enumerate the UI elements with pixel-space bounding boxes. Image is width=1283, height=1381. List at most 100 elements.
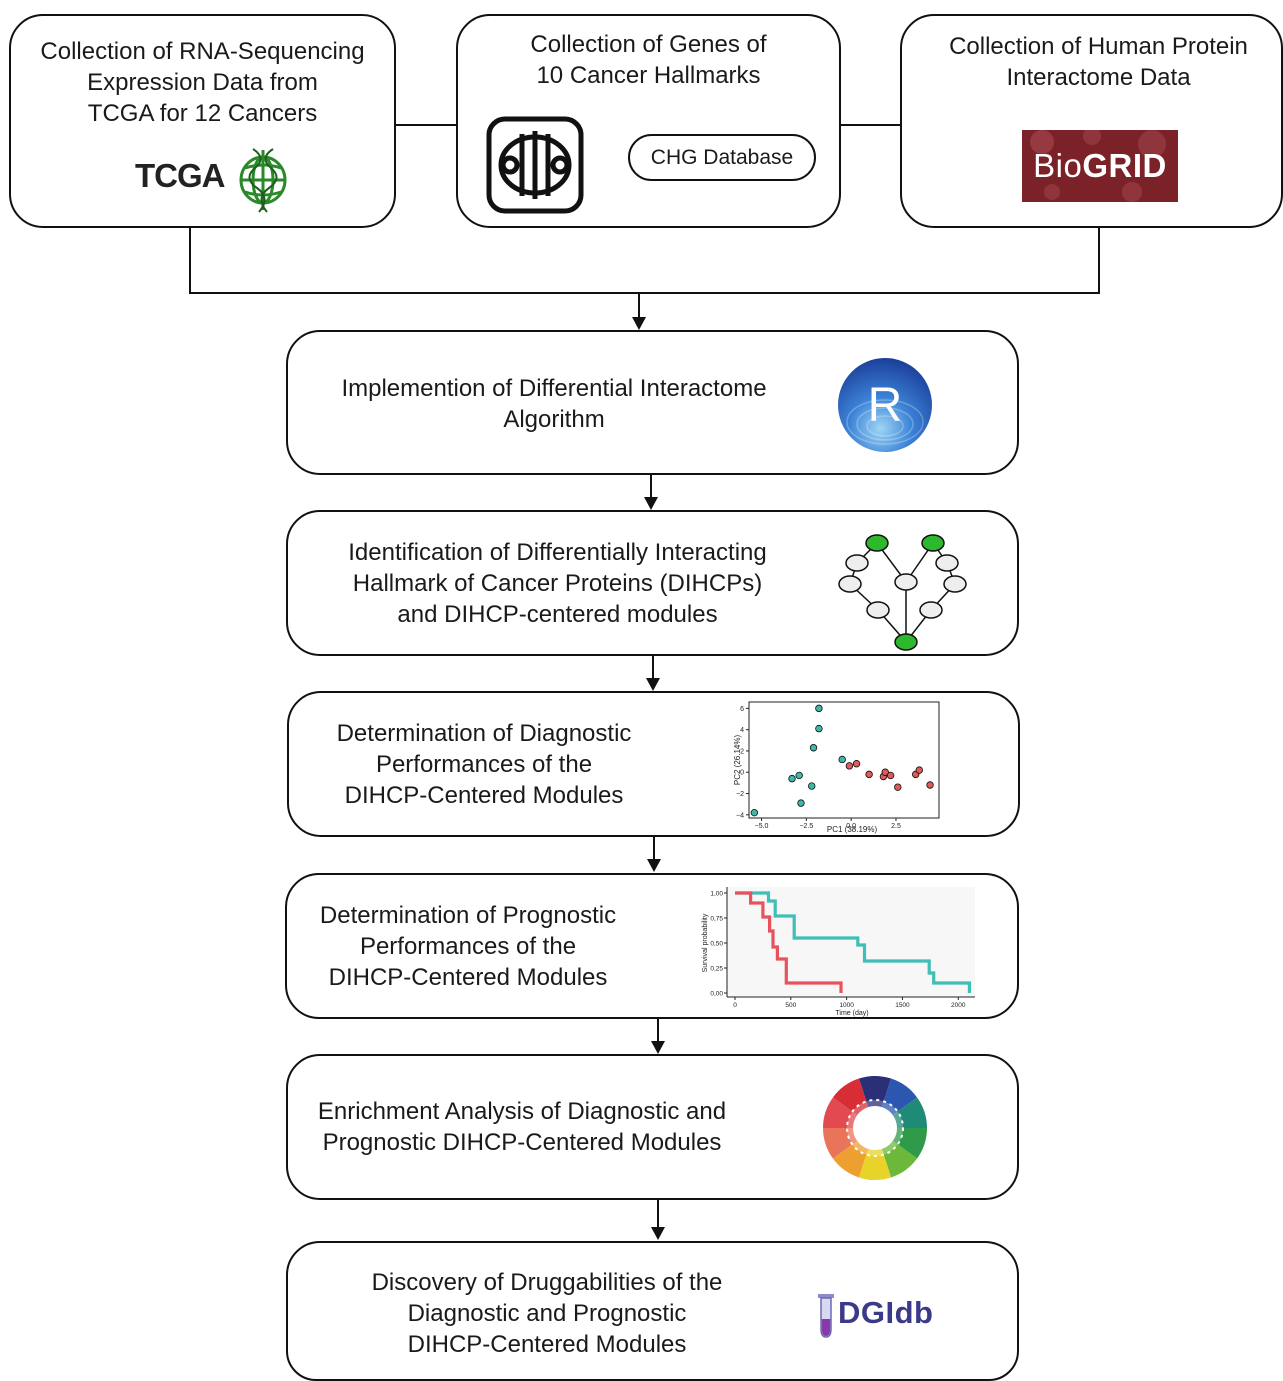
connector-step4-step5: [657, 1019, 659, 1041]
step3-line-2: Performances of the: [375, 751, 593, 778]
arrow-to-step5: [651, 1041, 665, 1054]
rna-seq-collection-box: Collection of RNA-Sequencing Expression …: [9, 14, 396, 228]
rna-seq-line-3: TCGA for 12 Cancers: [87, 100, 318, 127]
biogrid-bio-text: Bio: [1033, 147, 1083, 184]
connector-step5-step6: [657, 1200, 659, 1227]
pca-point-teal: [808, 782, 816, 790]
pca-ytick-label: 4: [740, 727, 744, 734]
connector-step1-step2: [650, 475, 652, 497]
step2-line-3: and DIHCP-centered modules: [397, 601, 718, 628]
km-ytick-label: 0,75: [710, 916, 723, 923]
pca-point-red: [845, 762, 854, 770]
pca-point-red: [881, 768, 889, 776]
pca-ytick-label: 2: [740, 748, 744, 755]
km-xtick-label: 1000: [839, 1002, 854, 1009]
connector-merge-down: [638, 292, 640, 317]
step4-line-2: Performances of the: [359, 933, 577, 960]
arrow-to-step1: [632, 317, 646, 330]
pca-point-red: [865, 770, 873, 779]
pca-point-teal: [797, 799, 805, 807]
pca-xtick-label: −2.5: [799, 823, 813, 830]
connector-merge-horizontal: [189, 292, 1100, 294]
step5-enrichment-analysis-box: Enrichment Analysis of Diagnostic and Pr…: [286, 1054, 1019, 1200]
pca-point-teal: [788, 774, 796, 783]
step4-line-1: Determination of Prognostic: [319, 902, 617, 929]
km-ytick-label: 0,25: [710, 966, 723, 973]
rna-seq-line-1: Collection of RNA-Sequencing: [40, 38, 365, 65]
interactome-line-2: Interactome Data: [1006, 64, 1191, 91]
tcga-globe-icon: [239, 148, 287, 213]
test-tube-icon: [818, 1294, 834, 1338]
step3-line-1: Determination of Diagnostic: [336, 720, 632, 747]
pca-point-red: [926, 781, 934, 789]
connector-right-down: [1098, 228, 1100, 294]
pca-xtick-label: −5.0: [755, 823, 769, 830]
enrichment-segment: [892, 1097, 927, 1128]
biogrid-grid-text: GRID: [1082, 147, 1167, 184]
step5-line-2: Prognostic DIHCP-Centered Modules: [322, 1129, 722, 1156]
km-ytick-label: 0,50: [710, 941, 723, 948]
pca-point-red: [915, 766, 923, 774]
pca-point-teal: [750, 808, 759, 817]
pca-point-teal: [795, 771, 803, 780]
step2-dihcp-identification-box: Identification of Differentially Interac…: [286, 510, 1019, 656]
pca-point-teal: [815, 724, 823, 733]
enrichment-segment: [858, 1148, 892, 1180]
step4-prognostic-performance-box: Determination of Prognostic Performances…: [285, 873, 1019, 1019]
km-xtick-label: 1500: [895, 1002, 910, 1009]
km-ytick-label: 0,00: [710, 991, 723, 998]
step6-line-1: Discovery of Druggabilities of the: [371, 1269, 723, 1296]
hallmarks-line-2: 10 Cancer Hallmarks: [536, 62, 761, 89]
step6-line-3: DIHCP-Centered Modules: [407, 1331, 687, 1358]
step1-line-2: Algorithm: [503, 406, 605, 433]
hallmarks-line-1: Collection of Genes of: [530, 31, 767, 58]
connector-step3-step4: [653, 837, 655, 859]
pca-xlabel: PC1 (38.19%): [827, 825, 878, 834]
network-module-icon: [838, 534, 967, 651]
step3-diagnostic-performance-box: Determination of Diagnostic Performances…: [287, 691, 1020, 837]
pca-point-red: [852, 760, 861, 768]
protein-interactome-box: Collection of Human Protein Interactome …: [900, 14, 1283, 228]
km-xtick-label: 2000: [951, 1002, 966, 1009]
km-xlabel: Time (day): [835, 1010, 868, 1017]
step2-line-1: Identification of Differentially Interac…: [348, 539, 767, 566]
pca-ytick-label: 6: [740, 706, 744, 713]
km-ylabel: Survival probability: [702, 913, 709, 972]
pca-xtick-label: 2.5: [891, 823, 901, 830]
r-logo-letter: R: [868, 379, 903, 432]
pca-ytick-label: 0: [740, 770, 744, 777]
step4-line-3: DIHCP-Centered Modules: [328, 964, 608, 991]
dgidb-logo-text: DGIdb: [838, 1295, 934, 1330]
arrow-to-step6: [651, 1227, 665, 1240]
pca-xtick-label: 0.0: [846, 823, 856, 830]
step2-line-2: Hallmark of Cancer Proteins (DIHCPs): [352, 570, 763, 597]
pca-ylabel: PC2 (26.14%): [733, 735, 742, 786]
enrichment-wheel-icon: [823, 1076, 927, 1180]
km-curve-red: [735, 891, 843, 993]
step1-line-1: Implemention of Differential Interactome: [341, 375, 767, 402]
rna-seq-line-2: Expression Data from: [87, 69, 318, 96]
tcga-logo-text: TCGA: [135, 157, 225, 194]
chg-database-label: CHG Database: [628, 134, 816, 181]
pca-ytick-label: −2: [736, 791, 744, 798]
step6-druggability-box: Discovery of Druggabilities of the Diagn…: [286, 1241, 1019, 1381]
pca-point-red: [894, 783, 902, 791]
interactome-line-1: Collection of Human Protein: [949, 33, 1248, 60]
pca-point-teal: [815, 704, 823, 713]
step1-differential-interactome-box: Implemention of Differential Interactome…: [286, 330, 1019, 475]
step5-line-1: Enrichment Analysis of Diagnostic and: [317, 1098, 727, 1125]
km-ytick-label: 1,00: [710, 891, 723, 898]
enrichment-segment: [832, 1140, 869, 1178]
pca-point-teal: [838, 755, 846, 764]
km-curve-teal: [735, 891, 971, 993]
pca-point-red: [886, 771, 895, 780]
arrow-to-step3: [646, 678, 660, 691]
enrichment-segment: [823, 1097, 858, 1128]
step6-line-2: Diagnostic and Prognostic: [407, 1300, 687, 1327]
r-logo-icon: R: [838, 358, 932, 452]
arrow-to-step4: [647, 859, 661, 872]
connector-top-left-to-middle: [396, 124, 458, 126]
km-xtick-label: 500: [785, 1002, 796, 1009]
step3-line-3: DIHCP-Centered Modules: [344, 782, 624, 809]
